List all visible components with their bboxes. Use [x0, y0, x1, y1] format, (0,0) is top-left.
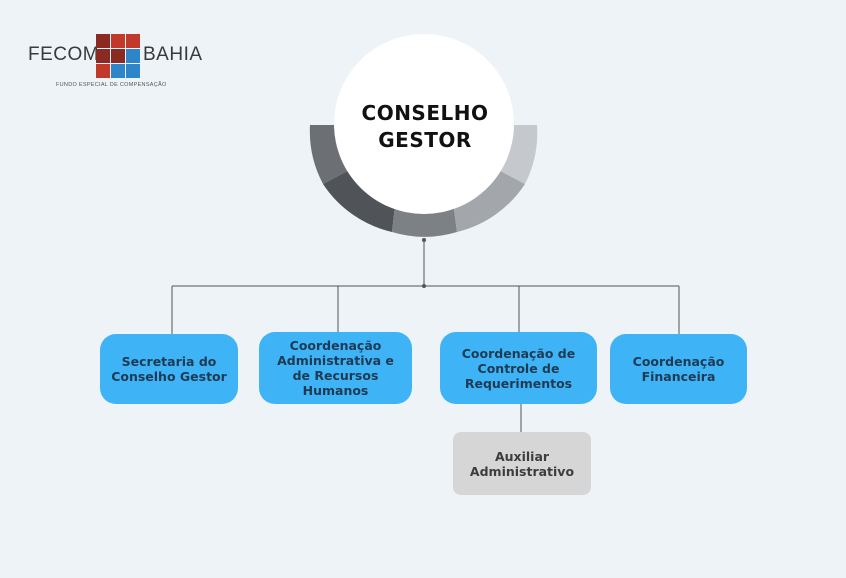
connector-junction	[422, 284, 426, 288]
center-title: CONSELHO GESTOR	[361, 101, 489, 152]
node-auxiliar-administrativo: Auxiliar Administrativo	[453, 432, 591, 495]
node-coord-financeira: Coordenação Financeira	[610, 334, 747, 404]
logo-word-right: BAHIA	[143, 44, 203, 65]
logo-word-left: FECOM	[28, 44, 100, 65]
connectors	[171, 240, 680, 432]
node-secretaria: Secretaria do Conselho Gestor	[100, 334, 238, 404]
node-coord-requerimentos: Coordenação de Controle de Requerimentos	[440, 332, 597, 404]
fecom-bahia-logo: FECOM BAHIA FUNDO ESPECIAL DE COMPENSAÇÃ…	[28, 34, 218, 94]
logo-subtitle: FUNDO ESPECIAL DE COMPENSAÇÃO	[56, 82, 167, 88]
node-coord-administrativa: Coordenação Administrativa e de Recursos…	[259, 332, 412, 404]
connector-dot	[422, 238, 426, 242]
logo-grid-icon	[96, 34, 140, 78]
center-circle	[334, 34, 514, 214]
